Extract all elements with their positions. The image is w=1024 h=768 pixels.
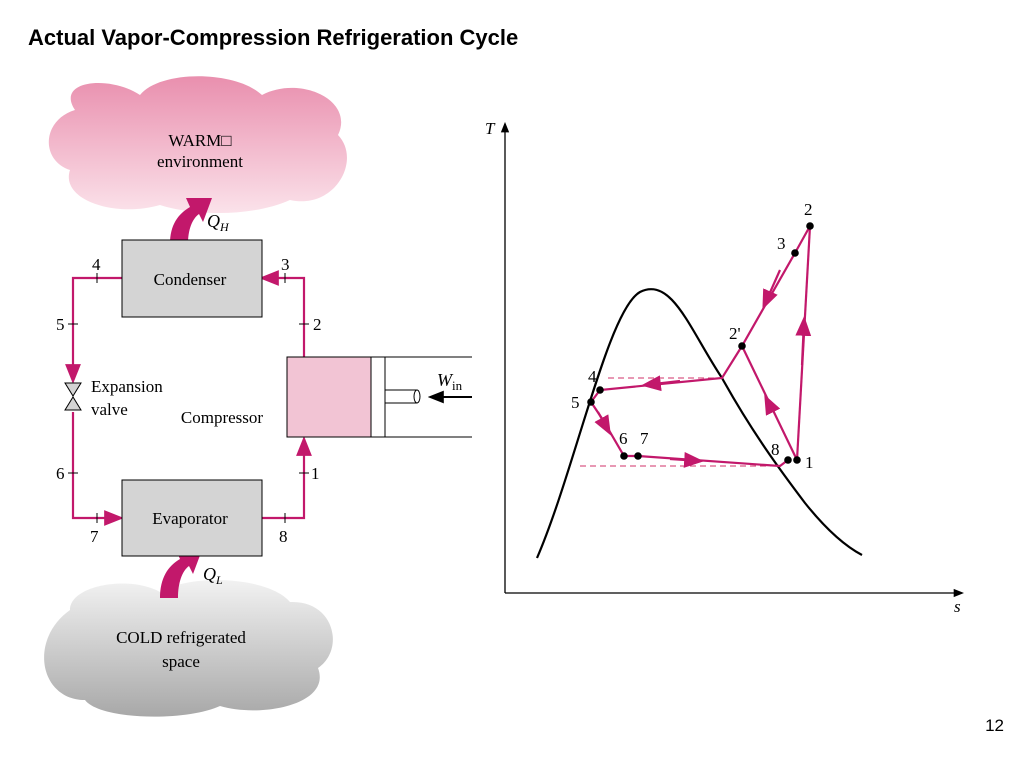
point-7	[634, 452, 642, 460]
state-tick-marks	[68, 273, 309, 523]
state-label-5: 5	[56, 315, 65, 334]
warm-environment-label-line1: WARM□	[168, 131, 231, 150]
state-label-2: 2	[313, 315, 322, 334]
state-label-6: 6	[56, 464, 65, 483]
ts-label-8: 8	[771, 440, 780, 459]
cold-space-label-line1: COLD refrigerated	[116, 628, 246, 647]
point-labels: 2 3 2' 4 5 6 7 8 1	[571, 200, 814, 472]
heat-absorbed-symbol: QL	[203, 564, 223, 587]
saturation-dome	[535, 288, 863, 559]
evaporator-box	[121, 479, 263, 557]
heat-rejected-symbol: QH	[207, 211, 230, 234]
condenser-label: Condenser	[154, 270, 227, 289]
slide-title: Actual Vapor-Compression Refrigeration C…	[28, 25, 519, 50]
expansion-valve-icon	[64, 382, 82, 411]
y-axis-label: T	[485, 119, 496, 138]
warm-environment-cloud: WARM□ environment	[48, 76, 347, 214]
ts-label-7: 7	[640, 429, 649, 448]
condenser-box	[121, 239, 263, 318]
ts-label-3: 3	[777, 234, 786, 253]
cold-space-label-line2: space	[162, 652, 200, 671]
state-label-1: 1	[311, 464, 320, 483]
compressor-icon	[286, 356, 472, 438]
refrigerant-piping	[65, 270, 312, 526]
expansion-valve-label-line2: valve	[91, 400, 128, 419]
point-3	[791, 249, 799, 257]
point-8	[784, 456, 792, 464]
state-points	[587, 222, 814, 464]
cold-space-cloud: COLD refrigerated space	[44, 579, 333, 717]
state-label-4: 4	[92, 255, 101, 274]
point-2	[806, 222, 814, 230]
point-4	[596, 386, 604, 394]
work-input-symbol: Win	[437, 370, 463, 393]
point-2prime	[738, 342, 746, 350]
warm-environment-label-line2: environment	[157, 152, 243, 171]
ts-label-4: 4	[588, 367, 597, 386]
state-labels: 4 3 5 2 6 1 7 8	[56, 255, 322, 546]
ts-label-2: 2	[804, 200, 813, 219]
state-label-3: 3	[281, 255, 290, 274]
heat-rejection-arrow	[170, 198, 212, 244]
pressure-reference-lines	[580, 377, 780, 467]
expansion-valve-label-line1: Expansion	[91, 377, 163, 396]
ts-label-5: 5	[571, 393, 580, 412]
compressor-label: Compressor	[181, 408, 264, 427]
x-axis-label: s	[954, 597, 961, 616]
state-label-7: 7	[90, 527, 99, 546]
state-label-8: 8	[279, 527, 288, 546]
ts-label-2prime: 2'	[729, 324, 741, 343]
ts-label-6: 6	[619, 429, 628, 448]
evaporator-label: Evaporator	[152, 509, 228, 528]
point-1	[793, 456, 801, 464]
point-6	[620, 452, 628, 460]
ts-label-1: 1	[805, 453, 814, 472]
page-number: 12	[985, 716, 1004, 735]
ts-axes	[500, 121, 965, 598]
point-5	[587, 398, 595, 406]
heat-absorption-arrow	[160, 550, 202, 598]
